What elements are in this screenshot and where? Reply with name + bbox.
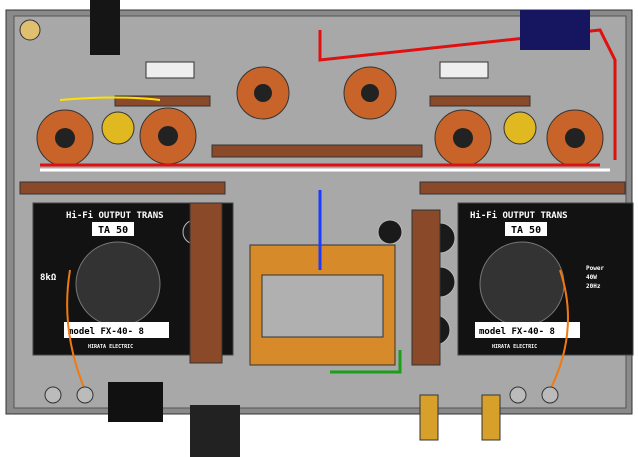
- power-switch-icon: [19, 19, 41, 41]
- right-type-box: [505, 222, 547, 236]
- speaker-terminal-2: [76, 386, 94, 404]
- orange-wire-left: [66, 269, 86, 391]
- yellow-wire: [59, 96, 161, 101]
- tube-socket-4: [343, 66, 397, 120]
- left-tap-panel: [75, 241, 161, 327]
- tube-socket-3: [236, 66, 290, 120]
- left-transformer-maker: HIRATA ELECTRIC: [88, 344, 133, 350]
- left-transformer-header: Hi-Fi OUTPUT TRANS: [66, 210, 164, 221]
- speaker-terminal-3: [509, 386, 527, 404]
- left-transformer-model: model FX-40- 8: [68, 327, 144, 337]
- right-transformer-header: Hi-Fi OUTPUT TRANS: [470, 210, 568, 221]
- tube-socket-6: [546, 109, 604, 167]
- right-power-label-1: Power: [586, 265, 604, 272]
- orange-wire-right: [549, 269, 569, 391]
- power-transformer-window: [261, 274, 384, 338]
- right-transformer-maker: HIRATA ELECTRIC: [492, 344, 537, 350]
- left-impedance: 8kΩ: [40, 273, 57, 283]
- rca-input-left: [419, 394, 439, 441]
- film-capacitor-left: [145, 61, 195, 79]
- terminal-strip-right: [419, 181, 626, 195]
- terminal-board-left: [189, 202, 223, 364]
- red-wire-main: [318, 28, 617, 160]
- right-power-label-2: 40W: [586, 274, 597, 281]
- trim-pot-right: [503, 111, 537, 145]
- fuse-holder: [520, 10, 590, 50]
- right-tap-panel: [479, 241, 565, 327]
- tube-socket-1: [36, 109, 94, 167]
- film-capacitor-right: [439, 61, 489, 79]
- terminal-strip-mid: [211, 144, 423, 158]
- green-wire: [330, 350, 402, 374]
- right-model-box: [475, 322, 580, 338]
- right-transformer-type: TA 50: [511, 225, 541, 236]
- left-transformer-type: TA 50: [98, 225, 128, 236]
- tube-socket-5: [434, 109, 492, 167]
- terminal-board-right: [411, 209, 441, 366]
- tube-socket-2: [139, 107, 197, 165]
- bottom-socket: [190, 405, 240, 457]
- filter-cap-2: [377, 219, 403, 245]
- terminal-strip-top-left: [114, 95, 211, 107]
- ac-inlet: [90, 0, 120, 55]
- left-type-box: [92, 222, 134, 236]
- ac-plug: [108, 382, 163, 422]
- rca-input-right: [481, 394, 501, 441]
- terminal-strip-top-right: [429, 95, 531, 107]
- speaker-terminal-4: [541, 386, 559, 404]
- left-model-box: [64, 322, 169, 338]
- right-power-label-3: 20Hz: [586, 283, 601, 290]
- terminal-strip-left: [19, 181, 226, 195]
- trim-pot-left: [101, 111, 135, 145]
- speaker-terminal-1: [44, 386, 62, 404]
- right-transformer-model: model FX-40- 8: [479, 327, 555, 337]
